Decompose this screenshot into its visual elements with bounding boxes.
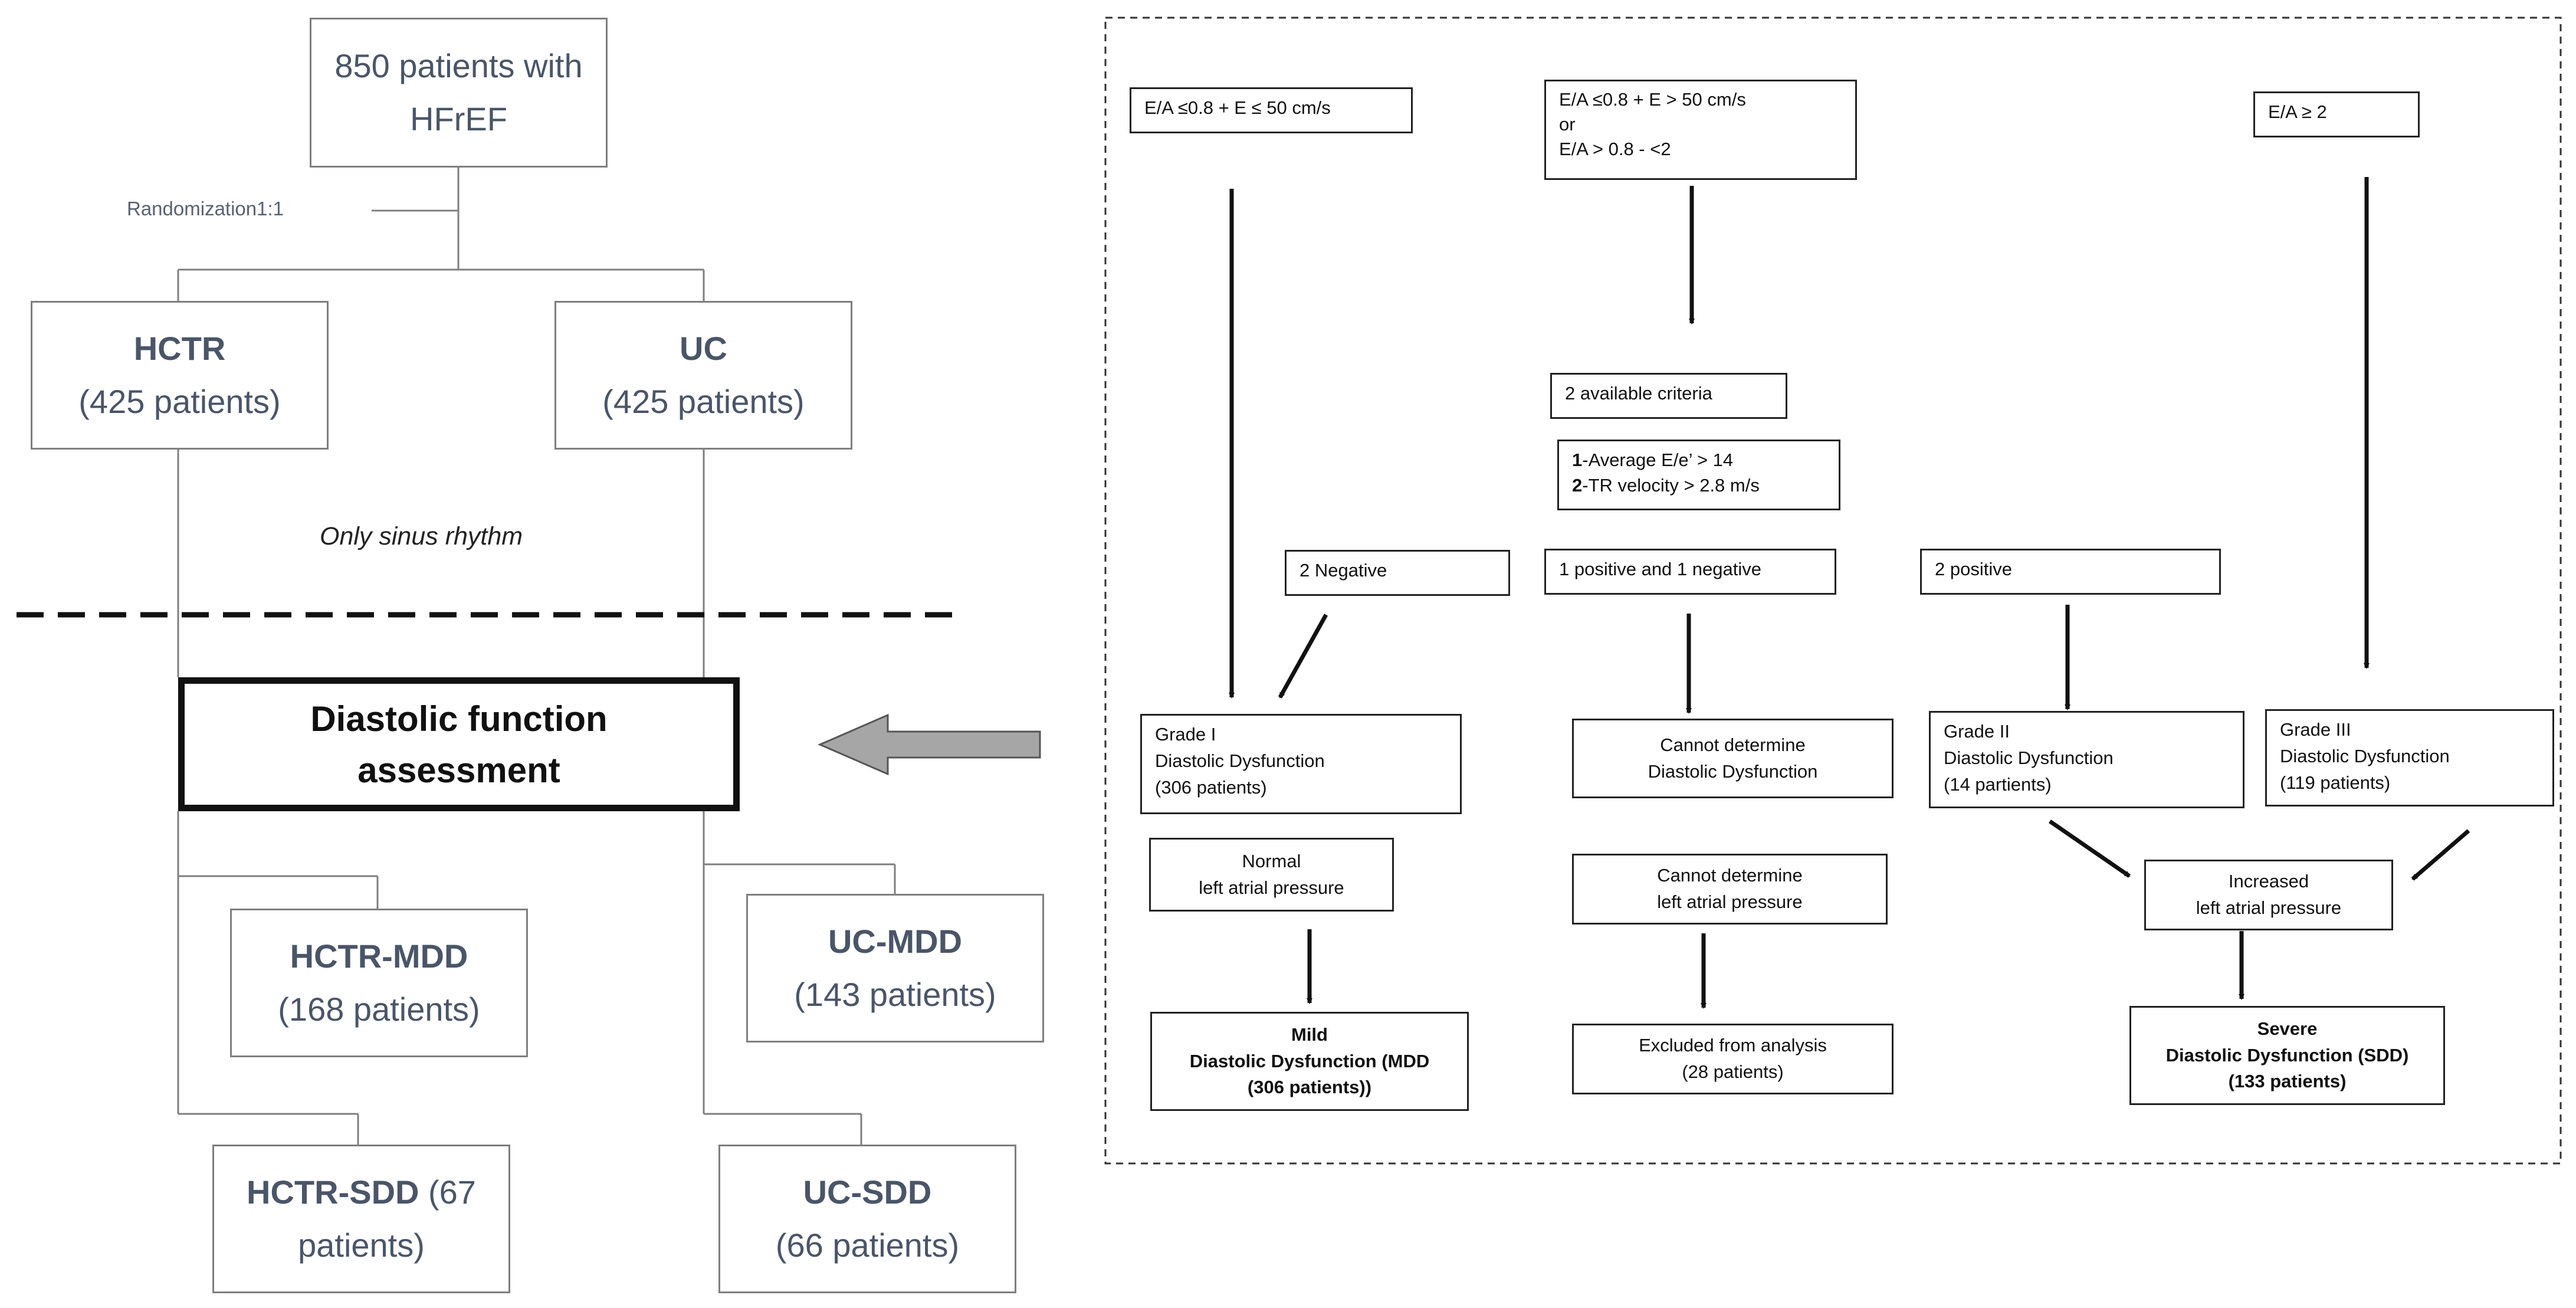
normal-lap-box: Normal left atrial pressure: [1149, 838, 1394, 912]
severe-line-1: Severe: [2257, 1018, 2318, 1039]
criterion-low-box: E/A ≤0.8 + E ≤ 50 cm/s: [1130, 87, 1413, 133]
start-line-1: 850 patients with: [334, 47, 583, 85]
criterion-high-box: E/A ≥ 2: [2253, 91, 2420, 137]
assessment-line-2: assessment: [357, 750, 560, 790]
hctr-mdd-count: (168 patients): [278, 991, 480, 1028]
severe-line-3: (133 patients): [2228, 1071, 2347, 1092]
uc-sdd-title: UC-SDD: [803, 1173, 932, 1211]
normal-lap-line-1: Normal: [1242, 850, 1301, 871]
assessment-box: Diastolic function assessment: [178, 677, 740, 811]
grade-1-box: Grade I Diastolic Dysfunction (306 patie…: [1140, 714, 1462, 814]
criterion-low-text: E/A ≤0.8 + E ≤ 50 cm/s: [1144, 97, 1331, 118]
hctr-title: HCTR: [133, 330, 226, 368]
criteria-list-box: 1-Average E/e’ > 14 2-TR velocity > 2.8 …: [1557, 440, 1840, 510]
grade-3-box: Grade III Diastolic Dysfunction (119 pat…: [2265, 709, 2554, 807]
cannot-lap-line-1: Cannot determine: [1657, 865, 1803, 886]
cannot-dd-line-1: Cannot determine: [1660, 734, 1806, 755]
increased-lap-line-1: Increased: [2228, 871, 2309, 892]
cannot-determine-dd-box: Cannot determine Diastolic Dysfunction: [1572, 719, 1894, 798]
hctr-sdd-box: HCTR-SDD (67 patients): [212, 1145, 510, 1293]
hctr-sdd-count-b: patients): [298, 1227, 425, 1264]
grade-1-line-1: Grade I: [1155, 724, 1216, 745]
grade-1-line-2: Diastolic Dysfunction: [1155, 750, 1325, 771]
criterion-mid-line-1: E/A ≤0.8 + E > 50 cm/s: [1559, 89, 1746, 110]
criterion-mid-line-3: E/A > 0.8 - <2: [1559, 138, 1671, 159]
uc-group-box: UC (425 patients): [554, 301, 852, 450]
hctr-count: (425 patients): [78, 383, 281, 420]
cannot-dd-line-2: Diastolic Dysfunction: [1648, 760, 1818, 782]
hctr-group-box: HCTR (425 patients): [31, 301, 329, 450]
criterion-high-text: E/A ≥ 2: [2268, 101, 2327, 122]
hctr-sdd-title: HCTR-SDD: [247, 1173, 419, 1211]
mixed-result-box: 1 positive and 1 negative: [1544, 549, 1836, 595]
randomization-label: Randomization1:1: [127, 198, 284, 219]
excluded-line-1: Excluded from analysis: [1639, 1035, 1827, 1056]
available-criteria-box: 2 available criteria: [1550, 373, 1787, 419]
uc-mdd-box: UC-MDD (143 patients): [746, 894, 1044, 1043]
uc-mdd-title: UC-MDD: [828, 923, 963, 960]
start-line-2: HFrEF: [410, 100, 507, 137]
criterion-mid-line-2: or: [1559, 113, 1576, 135]
severe-dd-box: Severe Diastolic Dysfunction (SDD) (133 …: [2129, 1006, 2445, 1105]
available-criteria-text: 2 available criteria: [1565, 383, 1712, 404]
increased-lap-box: Increased left atrial pressure: [2144, 860, 2393, 930]
excluded-box: Excluded from analysis (28 patients): [1572, 1024, 1894, 1094]
increased-lap-line-2: left atrial pressure: [2196, 897, 2342, 918]
cannot-determine-lap-box: Cannot determine left atrial pressure: [1572, 854, 1888, 925]
hctr-mdd-title: HCTR-MDD: [290, 937, 468, 975]
two-positive-box: 2 positive: [1920, 549, 2221, 595]
uc-sdd-box: UC-SDD (66 patients): [718, 1145, 1016, 1293]
mild-line-1: Mild: [1291, 1024, 1328, 1045]
cannot-lap-line-2: left atrial pressure: [1657, 891, 1803, 912]
uc-mdd-count: (143 patients): [794, 976, 996, 1013]
left-arrow-icon: [818, 713, 1041, 776]
grade-2-box: Grade II Diastolic Dysfunction (14 parti…: [1929, 711, 2244, 808]
mild-line-2: Diastolic Dysfunction (MDD: [1189, 1050, 1430, 1071]
uc-title: UC: [680, 330, 727, 368]
uc-count: (425 patients): [602, 383, 805, 420]
criterion-1-number: 1: [1572, 450, 1583, 470]
grade-2-line-2: Diastolic Dysfunction: [1944, 747, 2114, 768]
grade-3-line-3: (119 patients): [2280, 772, 2391, 793]
criterion-1-text: -Average E/e’ > 14: [1582, 450, 1734, 470]
criterion-mid-box: E/A ≤0.8 + E > 50 cm/s or E/A > 0.8 - <2: [1544, 80, 1857, 180]
grade-2-line-1: Grade II: [1944, 721, 2010, 742]
grade-1-line-3: (306 patients): [1155, 776, 1267, 798]
criterion-2-text: -TR velocity > 2.8 m/s: [1582, 475, 1760, 496]
two-negative-box: 2 Negative: [1285, 550, 1510, 596]
mild-dd-box: Mild Diastolic Dysfunction (MDD (306 pat…: [1150, 1012, 1469, 1111]
mild-line-3: (306 patients)): [1247, 1077, 1372, 1098]
criterion-2-number: 2: [1572, 475, 1583, 496]
assessment-line-1: Diastolic function: [310, 699, 608, 739]
uc-sdd-count: (66 patients): [775, 1227, 960, 1264]
sinus-rhythm-label: Only sinus rhythm: [320, 522, 523, 550]
normal-lap-line-2: left atrial pressure: [1199, 877, 1344, 898]
grade-2-line-3: (14 partients): [1944, 773, 2052, 795]
hctr-mdd-box: HCTR-MDD (168 patients): [230, 909, 528, 1057]
hctr-sdd-count-a: (67: [419, 1173, 476, 1211]
grade-3-line-2: Diastolic Dysfunction: [2280, 745, 2450, 766]
excluded-line-2: (28 patients): [1682, 1061, 1784, 1082]
severe-line-2: Diastolic Dysfunction (SDD): [2165, 1044, 2409, 1066]
two-positive-text: 2 positive: [1935, 559, 2012, 579]
two-negative-text: 2 Negative: [1300, 560, 1387, 581]
start-box-hfref: 850 patients with HFrEF: [310, 18, 608, 168]
mixed-result-text: 1 positive and 1 negative: [1559, 559, 1761, 579]
grade-3-line-1: Grade III: [2280, 719, 2351, 740]
